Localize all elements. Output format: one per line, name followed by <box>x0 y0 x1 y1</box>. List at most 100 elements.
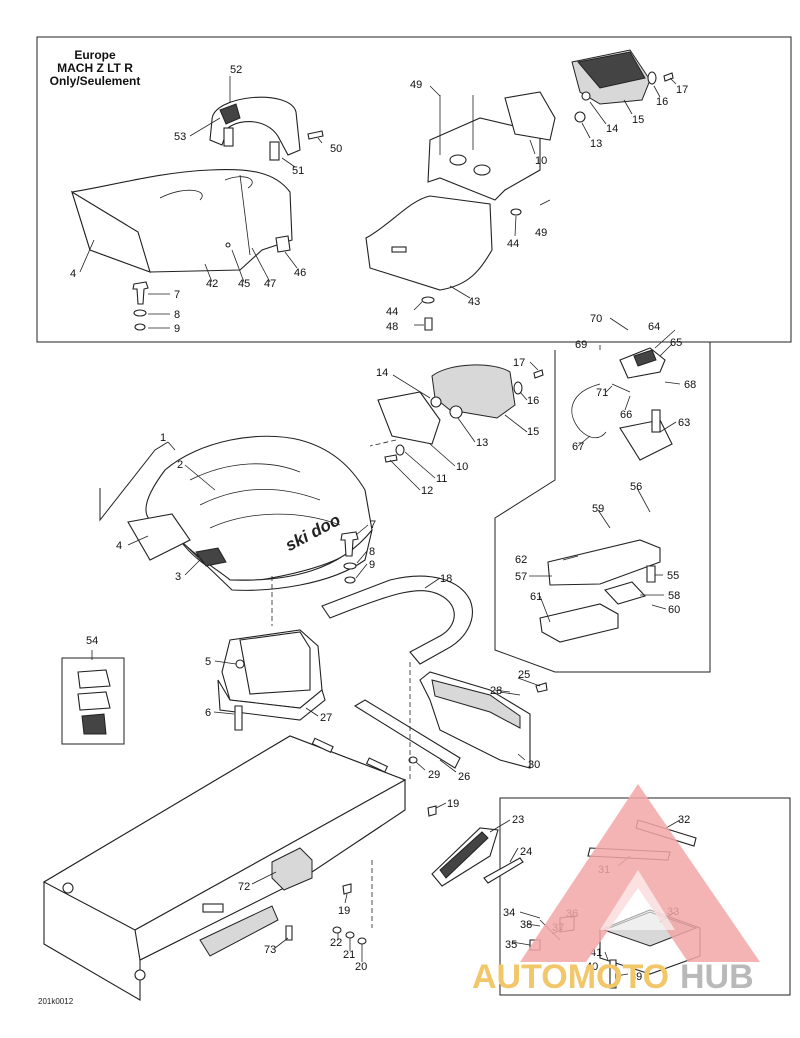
storage-tray-inner <box>239 631 311 695</box>
screw-19-b <box>342 883 352 895</box>
callout-4-inset: 4 <box>70 268 76 280</box>
flap-strip-26 <box>353 699 461 769</box>
storage-tray-flange <box>217 679 326 721</box>
washer-44-a <box>510 208 522 216</box>
seat-patch-3 <box>195 547 227 567</box>
callout-40: 40 <box>586 961 598 973</box>
callout-5: 5 <box>205 656 211 668</box>
bracket-hole-2 <box>473 164 491 176</box>
callout-35: 35 <box>505 939 517 951</box>
callout-29: 29 <box>428 769 440 781</box>
nut-9-inset <box>134 323 146 331</box>
callout-39: 39 <box>630 971 642 983</box>
callout-24: 24 <box>520 846 532 858</box>
seat-wave-2 <box>199 488 321 506</box>
callout-67: 67 <box>572 441 584 453</box>
callout-42: 42 <box>206 278 218 290</box>
storage-box-43 <box>365 195 493 291</box>
callout-18: 18 <box>440 573 452 585</box>
callout-46: 46 <box>294 267 306 279</box>
callout-14-inset: 14 <box>606 123 618 135</box>
socket-14 <box>430 396 442 408</box>
washer-21 <box>345 931 355 939</box>
callout-30: 30 <box>528 759 540 771</box>
bolt-50 <box>307 130 324 140</box>
callout-71: 71 <box>596 387 608 399</box>
callout-66: 66 <box>620 409 632 421</box>
seat-stitch-1 <box>159 189 203 201</box>
inset-header-line-1: Europe <box>74 48 116 62</box>
callout-73: 73 <box>264 944 276 956</box>
callout-69: 69 <box>575 339 587 351</box>
drawing-code: 201k0012 <box>38 997 74 1006</box>
callout-56: 56 <box>630 481 642 493</box>
callout-51: 51 <box>292 165 304 177</box>
screw-28 <box>499 691 521 696</box>
callout-10-inset: 10 <box>535 155 547 167</box>
callout-55: 55 <box>667 570 679 582</box>
callout-9-inset: 9 <box>174 323 180 335</box>
callout-4-mid: 4 <box>116 540 122 552</box>
callout-7-inset: 7 <box>174 289 180 301</box>
inset-header-line-2: MACH Z LT R <box>57 61 133 75</box>
parts-54-frame <box>61 657 125 745</box>
nut-20 <box>357 937 367 945</box>
callout-70: 70 <box>590 313 602 325</box>
europe-inset-frame <box>36 36 792 343</box>
callout-8: 8 <box>369 546 375 558</box>
watermark-text-automoto: AUTOMOTO <box>472 958 669 996</box>
snow-flap-grid <box>431 679 521 729</box>
spring-24 <box>483 857 524 884</box>
seat-flap-4 <box>127 513 191 561</box>
callout-49-a: 49 <box>410 79 422 91</box>
callout-63: 63 <box>678 417 690 429</box>
washer-22 <box>332 926 342 934</box>
callout-9: 9 <box>369 559 375 571</box>
callout-62: 62 <box>515 554 527 566</box>
seat-rivet-45 <box>225 242 231 248</box>
callout-23: 23 <box>512 814 524 826</box>
washer-8 <box>343 562 357 570</box>
callout-21: 21 <box>343 949 355 961</box>
socket-14-inset <box>581 91 591 101</box>
mount-post <box>651 409 661 433</box>
callout-25: 25 <box>518 669 530 681</box>
seat-skirt <box>71 190 151 273</box>
callout-7: 7 <box>370 519 376 531</box>
callout-32: 32 <box>678 814 690 826</box>
callout-27: 27 <box>320 712 332 724</box>
pad-54-c <box>81 713 107 735</box>
tail-light-lens-inset <box>577 51 646 89</box>
callout-43: 43 <box>468 296 480 308</box>
callout-44-a: 44 <box>507 238 519 250</box>
callout-58: 58 <box>668 590 680 602</box>
callout-28: 28 <box>490 685 502 697</box>
callout-8-inset: 8 <box>174 309 180 321</box>
bolt-49-c <box>539 199 551 206</box>
callout-17-inset: 17 <box>676 84 688 96</box>
light-housing-10 <box>377 391 441 445</box>
washer-11 <box>395 444 405 456</box>
bulb-13 <box>449 405 463 419</box>
backrest-pad-53 <box>219 103 241 125</box>
plate-57 <box>547 539 661 586</box>
watermark-text-hub: HUB <box>680 958 754 996</box>
callout-64: 64 <box>648 321 660 333</box>
callout-54: 54 <box>86 635 98 647</box>
backrest-post-right <box>269 141 280 161</box>
tunnel-cutout-a <box>311 737 334 753</box>
light-housing-10-inset <box>504 91 556 141</box>
washer-29 <box>408 756 418 764</box>
hitch-pin-39 <box>609 959 617 989</box>
callout-34: 34 <box>503 907 515 919</box>
callout-48: 48 <box>386 321 398 333</box>
callout-65: 65 <box>670 337 682 349</box>
callout-13: 13 <box>476 437 488 449</box>
tunnel-vent <box>199 905 279 957</box>
seat-wave-3 <box>209 513 341 529</box>
callout-60: 60 <box>668 604 680 616</box>
callout-16: 16 <box>527 395 539 407</box>
callout-57: 57 <box>515 571 527 583</box>
callout-12: 12 <box>421 485 433 497</box>
tail-light-15 <box>431 364 516 419</box>
